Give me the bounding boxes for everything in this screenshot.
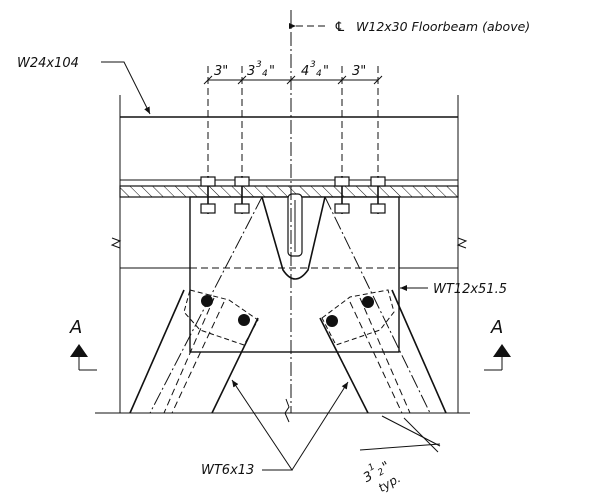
gage-dimension: 3 1 2 " typ. [359,415,441,495]
svg-text:": " [269,64,275,79]
brace-right-wt6x13 [319,196,447,414]
centerline-floorbeam: ℄ W12x30 Floorbeam (above) [289,10,530,413]
bottom-break-mark [284,398,290,423]
brace-label: WT6x13 [201,463,254,478]
svg-text:4: 4 [301,64,309,79]
tee-label-group: WT12x51.5 [400,282,507,297]
dim-4-3-4: 4 3 4 " [301,60,329,79]
svg-text:": " [323,64,329,79]
girder-label: W24x104 [17,56,79,71]
girder-w24x104 [110,95,468,413]
section-marker-left: A [69,317,97,371]
section-letter-right: A [490,317,503,338]
break-line-left [110,237,122,249]
brace-label-group: WT6x13 [201,379,349,478]
bolt-spacing-dimensions: 3" 3 3 4 " 4 3 4 " 3" [203,60,383,178]
svg-text:2: 2 [376,467,386,479]
svg-text:3: 3 [310,60,316,70]
svg-text:3: 3 [256,60,262,70]
bottom-line [95,398,470,423]
centerline-symbol: ℄ [334,20,346,35]
dim-3in-right: 3" [352,64,366,79]
svg-text:3: 3 [247,64,255,79]
section-letter-left: A [69,317,82,338]
dim-3in-left: 3" [214,64,228,79]
bolt-2 [234,176,250,214]
tee-label: WT12x51.5 [433,282,507,297]
bolt-1 [200,176,216,214]
dim-3-3-4: 3 3 4 " [247,60,275,79]
brace-left-wt6x13 [129,196,263,414]
svg-text:4: 4 [262,69,268,79]
break-line-right [456,237,468,249]
flange-bolts [200,176,386,214]
floorbeam-label: W12x30 Floorbeam (above) [356,19,530,34]
svg-text:1: 1 [367,462,377,474]
girder-label-group: W24x104 [17,56,151,115]
gusset-tee-wt12x51-5 [189,193,400,353]
svg-text:4: 4 [316,69,322,79]
section-marker-right: A [484,317,511,371]
